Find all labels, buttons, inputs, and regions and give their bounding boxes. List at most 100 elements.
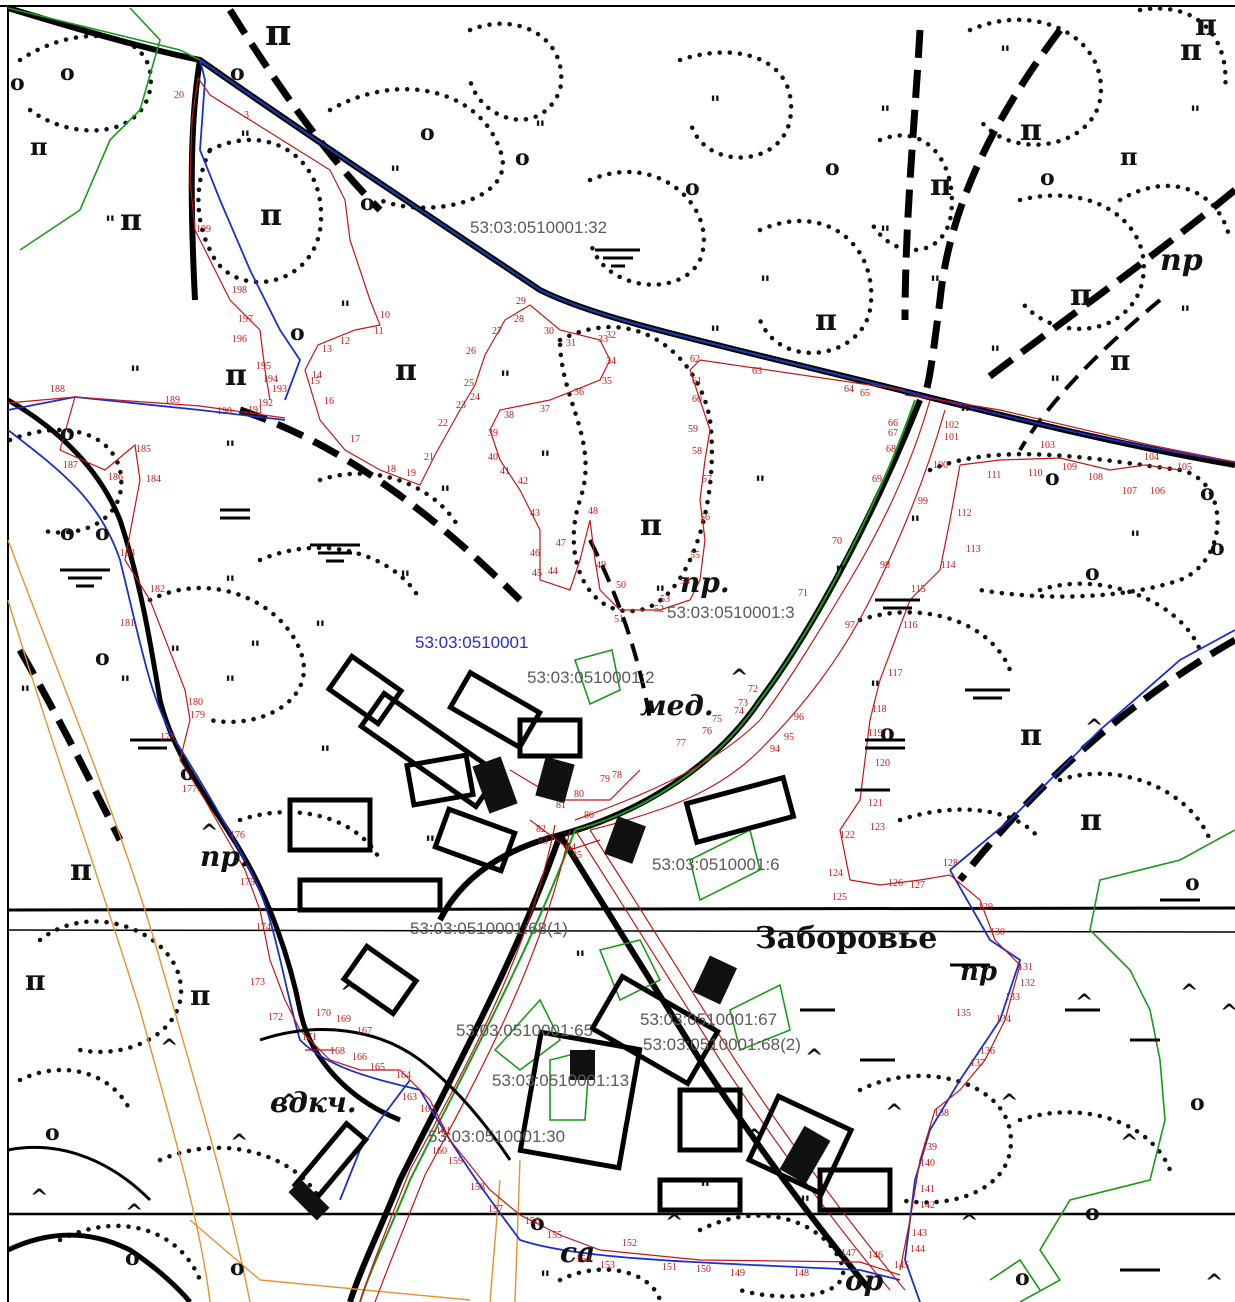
point-number: 121 bbox=[868, 798, 883, 809]
point-number: 39 bbox=[488, 428, 498, 439]
point-number: 174 bbox=[256, 922, 271, 933]
svg-text:o: o bbox=[1210, 535, 1225, 561]
point-number: 26 bbox=[466, 346, 476, 357]
point-number: 156 bbox=[525, 1216, 540, 1227]
point-number: 153 bbox=[600, 1260, 615, 1271]
point-number: 47 bbox=[556, 538, 566, 549]
map-symbols: п п п п п п п п п п п п п п п п п п п п … bbox=[10, 8, 1235, 1296]
point-number: 16 bbox=[324, 396, 334, 407]
cadastral-label: 53:03:0510001:30 bbox=[428, 1127, 565, 1146]
point-number: 69 bbox=[872, 474, 882, 485]
svg-text:": " bbox=[710, 321, 720, 345]
orange-boundary bbox=[7, 539, 521, 1302]
point-number: 150 bbox=[696, 1264, 711, 1275]
point-number: 133 bbox=[1005, 992, 1020, 1003]
point-number: 185 bbox=[136, 444, 151, 455]
point-number: 21 bbox=[424, 452, 434, 463]
point-number: 171 bbox=[302, 1032, 317, 1043]
point-number: 123 bbox=[870, 822, 885, 833]
point-number: 100 bbox=[933, 460, 948, 471]
svg-text:п: п bbox=[640, 508, 662, 543]
cadastral-label: 53:03:0510001 bbox=[415, 633, 528, 652]
point-number: 173 bbox=[250, 977, 265, 988]
svg-text:o: o bbox=[530, 1210, 545, 1236]
point-number: 165 bbox=[370, 1062, 385, 1073]
point-number: 137 bbox=[970, 1058, 985, 1069]
svg-text:o: o bbox=[1200, 480, 1215, 506]
point-number: 28 bbox=[514, 314, 524, 325]
point-number: 159 bbox=[448, 1156, 463, 1167]
point-number: 120 bbox=[875, 758, 890, 769]
point-number: 118 bbox=[872, 704, 887, 715]
svg-text:": " bbox=[880, 221, 890, 245]
cadastral-labels: 53:03:0510001:32 53:03:0510001 53:03:051… bbox=[410, 218, 801, 1146]
svg-text:o: o bbox=[230, 1255, 245, 1281]
point-number: 32 bbox=[606, 330, 616, 341]
point-number: 125 bbox=[832, 892, 847, 903]
dirt-roads bbox=[16, 8, 1235, 883]
point-number: 190 bbox=[217, 406, 232, 417]
svg-text:": " bbox=[225, 436, 235, 460]
svg-text:п: п bbox=[120, 203, 142, 238]
point-number: 113 bbox=[966, 544, 981, 555]
dirt-road-secondary bbox=[588, 298, 1162, 721]
point-number: 43 bbox=[530, 508, 540, 519]
point-number: 135 bbox=[956, 1008, 971, 1019]
point-number: 25 bbox=[464, 378, 474, 389]
svg-text:": " bbox=[1130, 526, 1140, 550]
svg-text:o: o bbox=[10, 70, 25, 96]
svg-text:o: o bbox=[825, 155, 840, 181]
svg-text:": " bbox=[910, 511, 920, 535]
svg-text:": " bbox=[130, 361, 140, 385]
point-number: 24 bbox=[470, 392, 480, 403]
point-number: 124 bbox=[828, 868, 843, 879]
point-number: 10 bbox=[380, 310, 390, 321]
svg-text:o: o bbox=[60, 60, 75, 86]
point-number: 179 bbox=[190, 710, 205, 721]
svg-text:": " bbox=[320, 741, 330, 765]
point-number: 197 bbox=[238, 314, 253, 325]
point-number: 57 bbox=[702, 474, 712, 485]
point-number: 175 bbox=[240, 877, 255, 888]
point-number: 149 bbox=[730, 1268, 745, 1279]
point-number: 3 bbox=[244, 110, 249, 121]
point-number: 142 bbox=[920, 1200, 935, 1211]
cadastral-label: 53:03:0510001:13 bbox=[492, 1071, 629, 1090]
cadastral-label: 53:03:0510001:65 bbox=[456, 1021, 593, 1040]
point-number: 141 bbox=[920, 1184, 935, 1195]
svg-text:": " bbox=[540, 1266, 550, 1290]
point-number: 19 bbox=[406, 468, 416, 479]
blue-parcels bbox=[7, 59, 1235, 1302]
svg-text:": " bbox=[535, 116, 545, 140]
svg-text:п: п bbox=[815, 303, 837, 338]
svg-text:": " bbox=[880, 101, 890, 125]
point-number: 199 bbox=[196, 224, 211, 235]
point-numbers: 3201991981971961951941931921911901891881… bbox=[50, 90, 1192, 1279]
point-number: 14 bbox=[312, 370, 322, 381]
svg-text:": " bbox=[960, 401, 970, 425]
svg-text:п: п bbox=[225, 358, 247, 393]
point-number: 85 bbox=[572, 850, 582, 861]
svg-text:": " bbox=[390, 161, 400, 185]
point-number: 86 bbox=[584, 810, 594, 821]
point-number: 138 bbox=[934, 1108, 949, 1119]
point-number: 27 bbox=[492, 326, 502, 337]
svg-text:o: o bbox=[515, 145, 530, 171]
grass-symbols bbox=[60, 248, 1200, 1272]
cadastral-label: 53:03:0510001:67 bbox=[640, 1010, 777, 1029]
point-number: 35 bbox=[602, 376, 612, 387]
point-number: 51 bbox=[614, 614, 624, 625]
svg-text:^: ^ bbox=[280, 1090, 298, 1116]
point-number: 114 bbox=[941, 560, 956, 571]
point-number: 58 bbox=[692, 446, 702, 457]
point-number: 117 bbox=[888, 668, 903, 679]
point-number: 146 bbox=[868, 1250, 883, 1261]
point-number: 187 bbox=[63, 460, 78, 471]
cadastral-label: 53:03:0510001:68(2) bbox=[643, 1035, 801, 1054]
point-number: 31 bbox=[566, 338, 576, 349]
svg-text:": " bbox=[170, 641, 180, 665]
hatched-buildings bbox=[288, 756, 831, 1221]
svg-text:п: п bbox=[1070, 278, 1092, 313]
point-number: 65 bbox=[860, 388, 870, 399]
